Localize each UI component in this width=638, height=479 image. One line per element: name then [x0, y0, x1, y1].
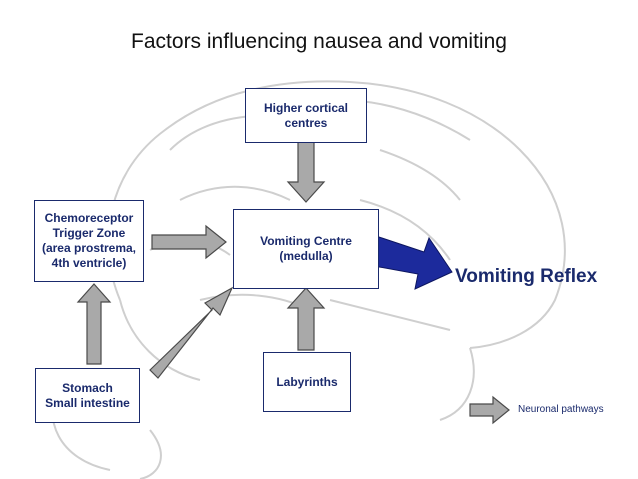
node-label: Chemoreceptor Trigger Zone (area prostre…	[41, 211, 137, 270]
node-label: Higher cortical centres	[263, 100, 349, 130]
node-chemoreceptor-trigger-zone: Chemoreceptor Trigger Zone (area prostre…	[34, 200, 144, 282]
arrow-stomach-to-centre	[149, 286, 234, 379]
node-vomiting-centre: Vomiting Centre (medulla)	[233, 209, 379, 289]
node-label: Vomiting Centre (medulla)	[260, 234, 352, 263]
node-stomach-small-intestine: Stomach Small intestine	[35, 368, 140, 423]
legend-arrow-icon	[469, 395, 510, 425]
legend-label: Neuronal pathways	[518, 404, 604, 415]
arrow-cortex-to-centre	[286, 141, 326, 203]
arrow-stomach-to-ctz	[76, 283, 112, 365]
node-labyrinths: Labyrinths	[263, 352, 351, 412]
node-label: Labyrinths	[276, 374, 338, 389]
node-label: Stomach Small intestine	[45, 380, 130, 410]
arrow-labyrinths-to-centre	[286, 287, 326, 351]
arrow-ctz-to-centre	[151, 224, 227, 260]
vomiting-reflex-label: Vomiting Reflex	[455, 266, 598, 287]
page-title: Factors influencing nausea and vomiting	[131, 30, 507, 53]
node-higher-cortical-centres: Higher cortical centres	[245, 88, 367, 143]
